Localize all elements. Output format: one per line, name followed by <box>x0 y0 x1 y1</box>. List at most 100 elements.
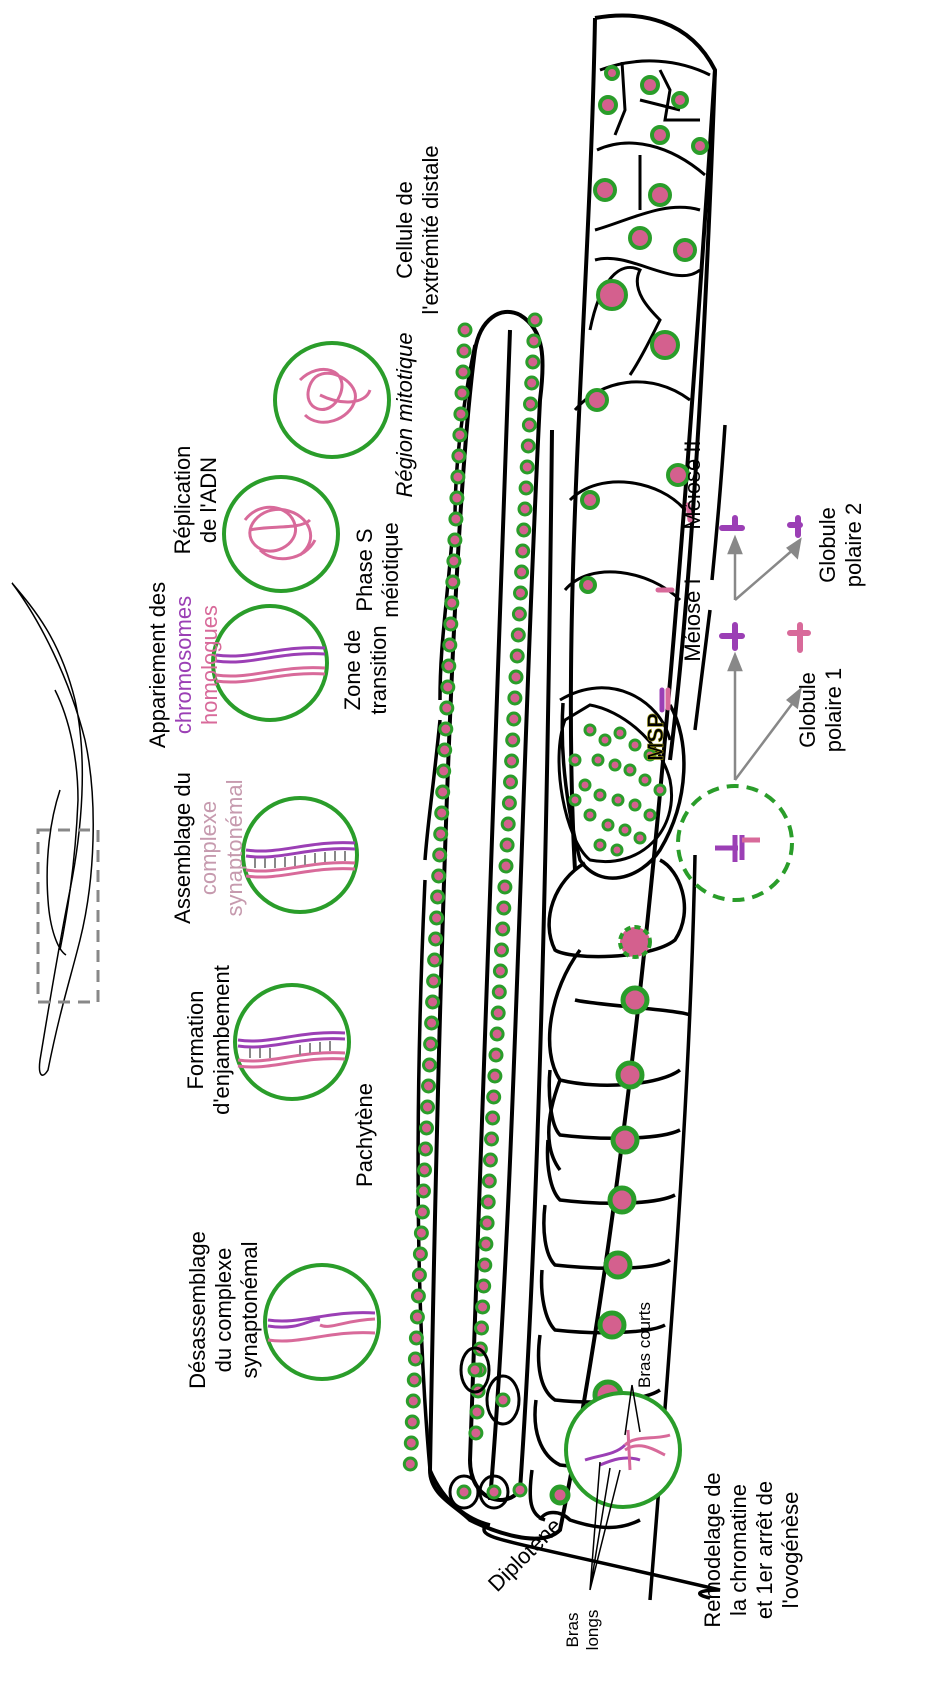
germ-cell-nucleus <box>479 1259 491 1271</box>
germ-cell-nucleus <box>506 755 518 767</box>
germ-cell-nucleus <box>409 1353 421 1365</box>
label-assembly-line1: Assemblage du <box>170 772 195 924</box>
germ-cell-nucleus <box>408 1374 420 1386</box>
germ-cell-nucleus <box>447 576 459 588</box>
germ-cell-nucleus <box>492 1007 504 1019</box>
label-msp: MSP <box>643 713 668 761</box>
label-replication-line1: Réplication <box>170 446 195 555</box>
germ-cell-nucleus <box>450 513 462 525</box>
germ-cell-nucleus <box>434 849 446 861</box>
germ-cell-nucleus <box>416 1206 428 1218</box>
germ-cell-nucleus <box>509 692 521 704</box>
germ-cell-nucleus <box>498 902 510 914</box>
label-chromatin-remodeling: Remodelage de la chromatine et 1er arrêt… <box>700 1472 803 1627</box>
germ-cell-nucleus <box>484 1154 496 1166</box>
germ-cell-nucleus <box>419 1164 431 1176</box>
label-disassembly-line2: du complexe <box>211 1248 236 1373</box>
germ-cell-nucleus <box>424 1059 436 1071</box>
germ-cell-nucleus <box>415 1227 427 1239</box>
germ-cell-nucleus <box>429 954 441 966</box>
germ-cell-nucleus <box>446 597 458 609</box>
germ-cell-nucleus <box>508 713 520 725</box>
germ-cell-nucleus <box>427 996 439 1008</box>
label-replication-line2: de l'ADN <box>196 457 221 543</box>
germ-cell-nucleus <box>486 1133 498 1145</box>
label-mitotic-region: Région mitotique <box>392 332 417 497</box>
germ-cell-nucleus <box>494 965 506 977</box>
germ-cell-nucleus <box>438 765 450 777</box>
germ-cell-nucleus <box>487 1112 499 1124</box>
germ-cell-nucleus <box>458 345 470 357</box>
label-s-phase-line1: Phase S <box>352 528 377 611</box>
label-assembly-line2: complexe <box>196 801 221 895</box>
germ-cell-nucleus <box>410 1332 422 1344</box>
germ-cell-nucleus <box>452 471 464 483</box>
label-s-phase-line2: méiotique <box>378 522 403 617</box>
germ-cell-nucleus <box>490 1049 502 1061</box>
germ-cell-nucleus <box>456 387 468 399</box>
label-remodeling-line4: l'ovogénèse <box>778 1492 803 1609</box>
label-pairing-line3: homologues <box>197 605 222 725</box>
germ-cell-nucleus <box>483 1175 495 1187</box>
germ-cell-nucleus <box>440 723 452 735</box>
germ-cell-nucleus <box>444 639 456 651</box>
germ-cell-nucleus <box>457 366 469 378</box>
label-sc-assembly: Assemblage du complexe synaptonémal <box>170 772 247 924</box>
germ-cell-nucleus <box>488 1091 500 1103</box>
germ-cell-nucleus <box>437 786 449 798</box>
label-transition-line1: Zone de <box>340 630 365 711</box>
inset-chromatin-remodeling <box>566 1393 680 1507</box>
germ-cell-nucleus <box>497 923 509 935</box>
germ-cell-nucleus <box>501 839 513 851</box>
label-remodeling-line2: la chromatine <box>726 1484 751 1616</box>
germ-cell-nucleus <box>529 314 541 326</box>
germ-cell-nucleus <box>423 1080 435 1092</box>
germ-cell-nucleus <box>459 324 471 336</box>
inset-dna-replication <box>224 477 338 591</box>
label-crossover-line1: Formation <box>183 990 208 1089</box>
label-polar-body-2-line1: Globule <box>815 507 840 583</box>
label-long-arms-line2: longs <box>583 1610 602 1651</box>
germ-cell-nucleus <box>454 429 466 441</box>
germ-cell-nucleus <box>521 461 533 473</box>
label-transition-zone: Zone de transition <box>340 625 391 714</box>
germ-cell-nucleus <box>493 986 505 998</box>
label-long-arms-line1: Bras <box>563 1613 582 1648</box>
label-meiosis-1: Méiose I <box>680 578 705 661</box>
germ-cell-nucleus <box>476 1322 488 1334</box>
sheath-lines <box>418 345 725 1600</box>
germ-cell-nucleus <box>517 545 529 557</box>
germ-cell-nucleus <box>405 1437 417 1449</box>
label-long-arms: Bras longs <box>563 1610 602 1651</box>
germ-cell-nucleus <box>481 1217 493 1229</box>
label-polar-body-2-line2: polaire 2 <box>841 503 866 587</box>
label-pairing-line1: Appariement des <box>145 582 170 748</box>
label-polar-body-2: Globule polaire 2 <box>815 503 866 587</box>
germ-cell-nucleus <box>449 534 461 546</box>
germ-cell-nucleus <box>518 524 530 536</box>
label-remodeling-line1: Remodelage de <box>700 1472 725 1627</box>
label-polar-body-1-line2: polaire 1 <box>821 668 846 752</box>
germ-cell-nucleus <box>513 608 525 620</box>
germ-cell-nucleus <box>422 1101 434 1113</box>
germ-cell-nucleus <box>413 1269 425 1281</box>
germ-cell-nucleus <box>478 1280 490 1292</box>
germ-cell-nucleus <box>453 450 465 462</box>
inset-homolog-pairing <box>213 606 327 720</box>
germ-cell-nucleus <box>523 419 535 431</box>
germ-cell-nucleus <box>503 797 515 809</box>
germ-cell-nucleus <box>525 398 537 410</box>
label-pairing-line2: chromosomes <box>171 596 196 734</box>
germ-cell-nucleus <box>528 335 540 347</box>
germ-cell-nucleus <box>491 1028 503 1040</box>
germ-cell-nucleus <box>489 1070 501 1082</box>
label-distal-tip-cell-line2: l'extrémité distale <box>418 145 443 314</box>
germ-cell-nucleus <box>412 1290 424 1302</box>
germ-cell-nucleus <box>430 933 442 945</box>
germ-cell-nucleus <box>477 1301 489 1313</box>
germ-cell-nucleus <box>425 1038 437 1050</box>
meiosis-arrows <box>729 538 800 780</box>
germ-cell-nucleus <box>404 1458 416 1470</box>
germ-cell-nucleus <box>511 650 523 662</box>
